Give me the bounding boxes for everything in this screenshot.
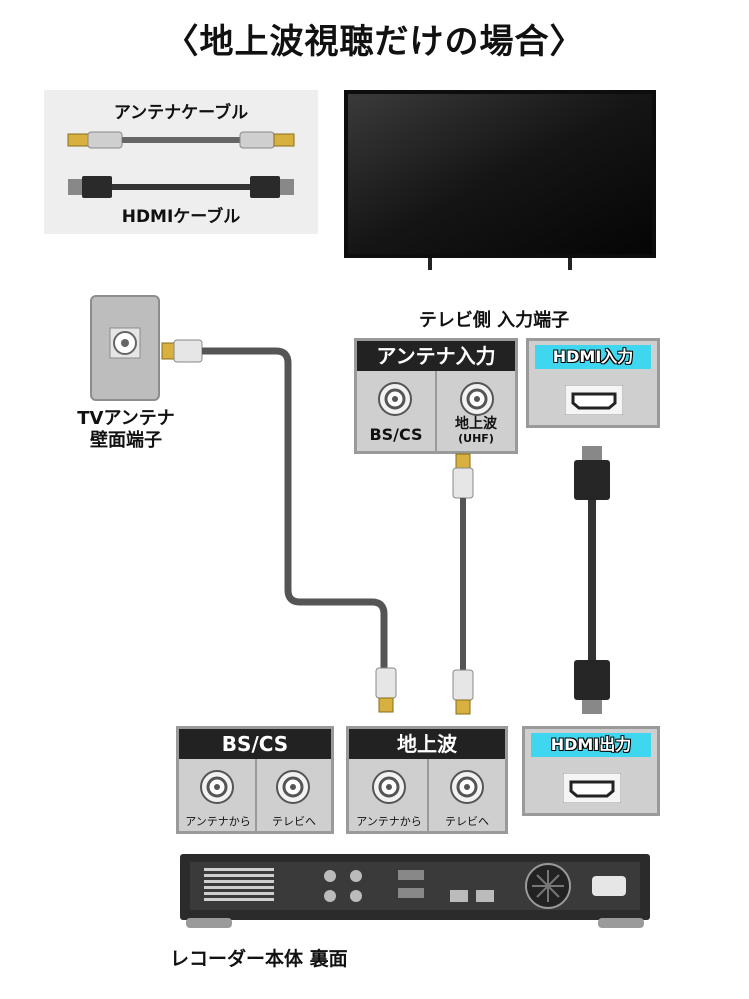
antenna-cable-icon xyxy=(67,131,295,149)
recorder-terrestrial-tv-out-label: テレビへ xyxy=(445,815,489,828)
panel-divider xyxy=(255,759,257,831)
hdmi-cable-recorder-to-tv xyxy=(574,446,610,714)
tv-terrestrial-port-label: 地上波 (UHF) xyxy=(437,417,515,446)
recorder-terrestrial-header: 地上波 xyxy=(349,729,505,759)
recorder-hdmi-port-icon[interactable] xyxy=(563,773,621,803)
recorder-bscs-panel: BS/CS アンテナから テレビへ xyxy=(176,726,334,834)
recorder-bscs-tv-out-port-icon[interactable] xyxy=(275,769,311,805)
tv-antenna-input-panel: アンテナ入力 BS/CS 地上波 (UHF) xyxy=(354,338,518,454)
antenna-cable-label: アンテナケーブル xyxy=(113,103,249,123)
panel-divider xyxy=(435,371,437,451)
wall-outlet-label: TVアンテナ 壁面端子 xyxy=(56,408,196,452)
tv-bscs-port-icon[interactable] xyxy=(377,381,413,417)
antenna-cable-wall-to-recorder xyxy=(161,339,397,713)
antenna-cable-recorder-to-tv xyxy=(452,453,474,715)
hdmi-cable-icon xyxy=(68,176,294,198)
tv-uhf-note: (UHF) xyxy=(458,432,494,445)
wall-outlet-label-line1: TVアンテナ xyxy=(77,408,175,429)
tv-terrestrial-port-icon[interactable] xyxy=(459,381,495,417)
recorder-hdmi-output-panel: HDMI出力 xyxy=(522,726,660,816)
wall-outlet-label-line2: 壁面端子 xyxy=(90,430,162,451)
tv-antenna-input-header: アンテナ入力 xyxy=(357,341,515,371)
cable-legend: アンテナケーブル HDMIケーブル xyxy=(44,90,318,234)
tv-input-caption: テレビ側 入力端子 xyxy=(418,310,570,331)
tv-hdmi-port-icon[interactable] xyxy=(565,385,623,415)
recorder-bscs-antenna-in-label: アンテナから xyxy=(185,815,251,828)
tv-hdmi-input-panel: HDMI入力 xyxy=(526,338,660,428)
recorder-terrestrial-panel: 地上波 アンテナから テレビへ xyxy=(346,726,508,834)
wall-outlet-image xyxy=(90,295,160,401)
recorder-bscs-antenna-in-port-icon[interactable] xyxy=(199,769,235,805)
recorder-terrestrial-tv-out-port-icon[interactable] xyxy=(449,769,485,805)
recorder-bscs-header: BS/CS xyxy=(179,729,331,759)
tv-terrestrial-label-text: 地上波 xyxy=(455,416,497,432)
recorder-terrestrial-antenna-in-label: アンテナから xyxy=(356,815,422,828)
tv-hdmi-input-header: HDMI入力 xyxy=(535,345,651,369)
recorder-back-caption: レコーダー本体 裏面 xyxy=(170,948,348,970)
tv-image xyxy=(344,90,656,270)
panel-divider xyxy=(427,759,429,831)
page-title: 〈地上波視聴だけの場合〉 xyxy=(164,22,585,62)
recorder-hdmi-output-header: HDMI出力 xyxy=(531,733,651,757)
recorder-bscs-tv-out-label: テレビへ xyxy=(272,815,316,828)
recorder-terrestrial-antenna-in-port-icon[interactable] xyxy=(371,769,407,805)
hdmi-cable-label: HDMIケーブル xyxy=(121,207,241,227)
tv-bscs-port-label: BS/CS xyxy=(369,425,423,444)
recorder-back-image xyxy=(180,854,650,928)
